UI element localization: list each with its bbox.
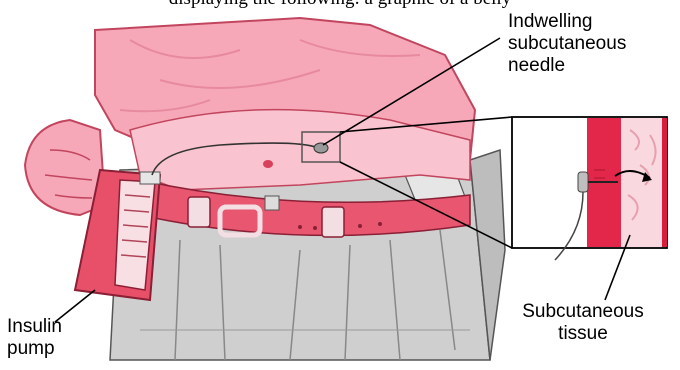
label-insulin-pump: Insulin pump xyxy=(7,316,62,360)
label-line: Indwelling xyxy=(508,11,626,33)
inset-needle-hub xyxy=(578,172,588,192)
label-line: Subcutaneous xyxy=(508,301,658,323)
label-line: pump xyxy=(7,338,62,360)
navel xyxy=(263,160,273,168)
inset-panel xyxy=(512,117,667,260)
needle-site xyxy=(314,143,328,153)
label-line: tissue xyxy=(508,323,658,345)
label-subcutaneous-tissue: Subcutaneous tissue xyxy=(508,301,658,345)
label-indwelling-needle: Indwelling subcutaneous needle xyxy=(508,11,626,77)
label-line: subcutaneous xyxy=(508,33,626,55)
label-line: needle xyxy=(508,55,626,77)
belt-loop-left xyxy=(188,197,210,227)
belt-loop-right xyxy=(322,207,344,237)
pants-button xyxy=(265,196,279,210)
label-line: Insulin xyxy=(7,316,62,338)
